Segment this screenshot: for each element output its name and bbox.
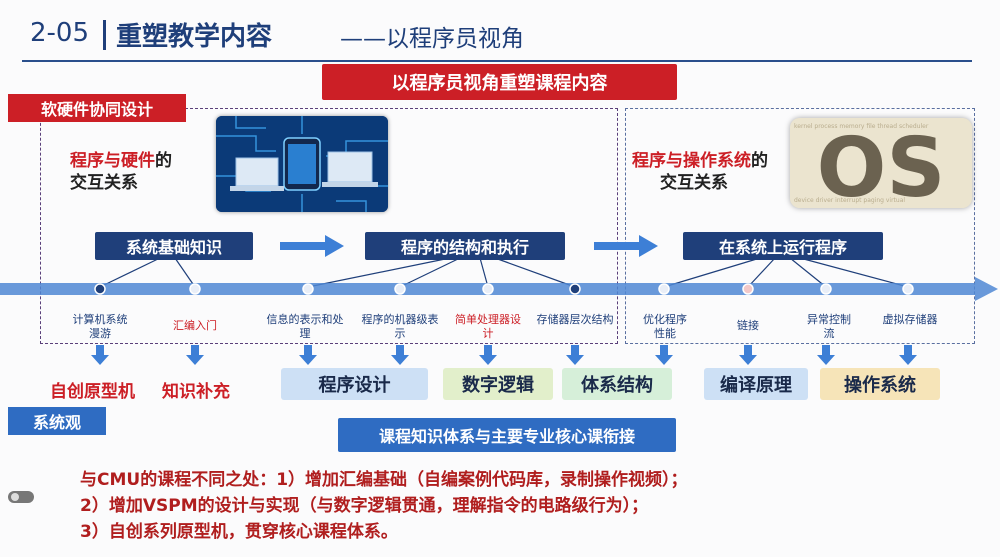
topic-item: 信息的表示和处理 <box>266 313 344 340</box>
arrow-down-icon <box>899 345 917 365</box>
circuit-laptop-icon <box>216 116 388 212</box>
arrow-down-icon <box>479 345 497 365</box>
hw-relation-red: 程序与硬件 <box>70 151 155 171</box>
hw-sw-codesign-tag: 软硬件协同设计 <box>8 94 186 122</box>
svg-text:kernel process memory file thr: kernel process memory file thread schedu… <box>794 123 929 130</box>
hw-relation-line2: 交互关系 <box>70 173 138 193</box>
course-compiler: 编译原理 <box>704 368 808 400</box>
arrow-down-icon <box>739 345 757 365</box>
svg-text:device driver interrupt paging: device driver interrupt paging virtual <box>794 197 905 204</box>
os-relation-line2: 交互关系 <box>660 173 728 193</box>
hw-coop-frame <box>40 108 618 344</box>
note-line-2: 2）增加VSPM的设计与实现（与数字逻辑贯通，理解指令的电路级行为）； <box>80 496 649 516</box>
arrow-right-icon <box>280 235 344 257</box>
toggle-switch[interactable] <box>8 491 34 503</box>
timeline-node <box>189 283 201 295</box>
timeline-node <box>902 283 914 295</box>
page-title: 重塑教学内容 <box>116 22 273 52</box>
note-line-1: 与CMU的课程不同之处：1）增加汇编基础（自编案例代码库，录制操作视频）； <box>80 470 688 490</box>
course-digital-logic: 数字逻辑 <box>443 368 553 400</box>
arrow-down-icon <box>655 345 673 365</box>
os-word-cloud-icon: kernel process memory file thread schedu… <box>790 118 972 208</box>
section-number: 2-05 <box>30 18 90 48</box>
arrow-down-icon <box>391 345 409 365</box>
timeline-node <box>482 283 494 295</box>
timeline-node <box>658 283 670 295</box>
timeline-node <box>569 283 581 295</box>
topic-item: 简单处理器设计 <box>455 313 521 340</box>
topic-item: 汇编入门 <box>173 319 217 332</box>
top-banner: 以程序员视角重塑课程内容 <box>322 64 677 100</box>
arrow-down-icon <box>186 345 204 365</box>
down-arrows <box>91 345 917 365</box>
arrow-right-icon <box>594 235 658 257</box>
hardware-illustration <box>216 116 388 212</box>
arrow-down-icon <box>91 345 109 365</box>
os-relation-red: 程序与操作系统 <box>632 151 751 171</box>
hw-relation-de: 的 <box>155 151 172 171</box>
topic-connectors <box>99 257 909 288</box>
arrow-down-icon <box>299 345 317 365</box>
topic-item: 存储器层次结构 <box>536 313 614 326</box>
header-rule <box>22 60 972 62</box>
timeline-node <box>394 283 406 295</box>
stage-program-structure: 程序的结构和执行 <box>365 232 565 260</box>
header-divider <box>103 20 106 50</box>
os-relation-text: 程序与操作系统的 交互关系 <box>632 150 768 194</box>
course-programming: 程序设计 <box>281 368 428 400</box>
page-subtitle: ——以程序员视角 <box>340 26 524 52</box>
topic-item: 程序的机器级表示 <box>361 313 439 340</box>
course-os: 操作系统 <box>820 368 940 400</box>
os-relation-de: 的 <box>751 151 768 171</box>
timeline-node <box>94 283 106 295</box>
topic-item: 优化程序性能 <box>643 313 687 340</box>
outcome-prototype: 自创原型机 <box>50 382 135 402</box>
outcome-supplement: 知识补充 <box>162 382 230 402</box>
stage-run-on-system: 在系统上运行程序 <box>683 232 883 260</box>
timeline-node <box>820 283 832 295</box>
topic-item: 异常控制流 <box>807 313 851 340</box>
timeline-node <box>742 283 754 295</box>
topic-item: 链接 <box>737 319 759 332</box>
arrow-down-icon <box>817 345 835 365</box>
topic-item: 计算机系统漫游 <box>72 313 128 340</box>
os-frame <box>625 108 975 344</box>
system-view-tag: 系统观 <box>8 407 106 435</box>
stage-system-basics: 系统基础知识 <box>95 232 253 260</box>
note-line-3: 3）自创系列原型机，贯穿核心课程体系。 <box>80 522 398 542</box>
hw-relation-text: 程序与硬件的 交互关系 <box>70 150 172 194</box>
os-letters: OS <box>817 121 946 208</box>
timeline-arrow <box>0 277 998 301</box>
topic-item: 虚拟存储器 <box>882 313 938 326</box>
arrow-down-icon <box>566 345 584 365</box>
bottom-banner: 课程知识体系与主要专业核心课衔接 <box>338 418 676 452</box>
course-architecture: 体系结构 <box>562 368 672 400</box>
timeline-node <box>302 283 314 295</box>
os-illustration: kernel process memory file thread schedu… <box>790 118 972 208</box>
